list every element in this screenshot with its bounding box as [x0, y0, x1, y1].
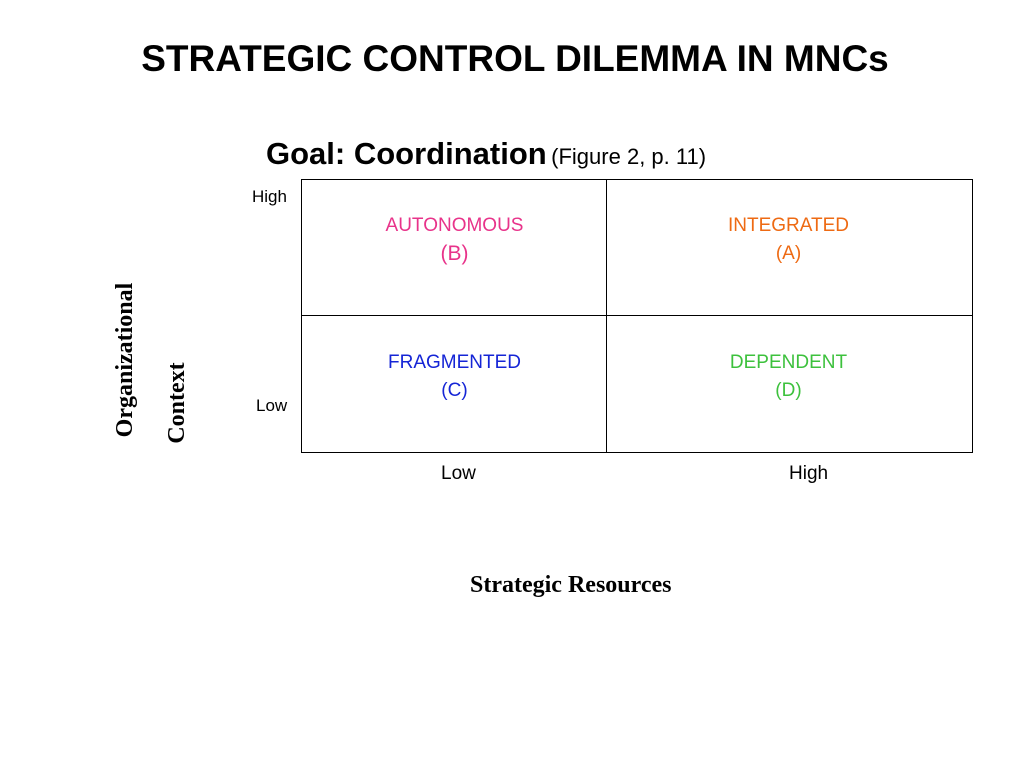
subtitle: Goal: Coordination (Figure 2, p. 11) [266, 136, 706, 172]
quadrant-integrated-code: (A) [775, 243, 802, 264]
x-axis-tick-low: Low [441, 463, 476, 484]
subtitle-goal: Goal: Coordination [266, 136, 547, 171]
quadrant-fragmented-code: (C) [441, 380, 468, 401]
x-axis-tick-high: High [789, 463, 829, 484]
y-axis-tick-high: High [252, 187, 287, 206]
matrix-frame [301, 179, 973, 453]
slide-title: STRATEGIC CONTROL DILEMMA IN MNCs [141, 38, 889, 79]
y-axis-label-line2: Context [164, 362, 190, 444]
y-axis-tick-low: Low [256, 396, 288, 415]
quadrant-fragmented: FRAGMENTED (C) [302, 349, 607, 405]
quadrant-dependent: DEPENDENT (D) [636, 349, 941, 405]
quadrant-integrated-name: INTEGRATED [727, 215, 850, 236]
matrix-vertical-divider [606, 179, 607, 453]
quadrant-autonomous-name: AUTONOMOUS [385, 215, 524, 236]
x-axis-label: Strategic Resources [470, 572, 672, 598]
quadrant-integrated: INTEGRATED (A) [636, 212, 941, 268]
quadrant-autonomous-code: (B) [440, 242, 469, 265]
subtitle-figure-reference: (Figure 2, p. 11) [551, 144, 707, 169]
quadrant-dependent-name: DEPENDENT [729, 352, 848, 373]
y-axis-label-line1: Organizational [112, 282, 138, 438]
matrix-horizontal-divider [301, 315, 973, 316]
quadrant-fragmented-name: FRAGMENTED [388, 352, 521, 373]
quadrant-autonomous: AUTONOMOUS (B) [302, 212, 607, 268]
quadrant-dependent-code: (D) [775, 380, 802, 401]
